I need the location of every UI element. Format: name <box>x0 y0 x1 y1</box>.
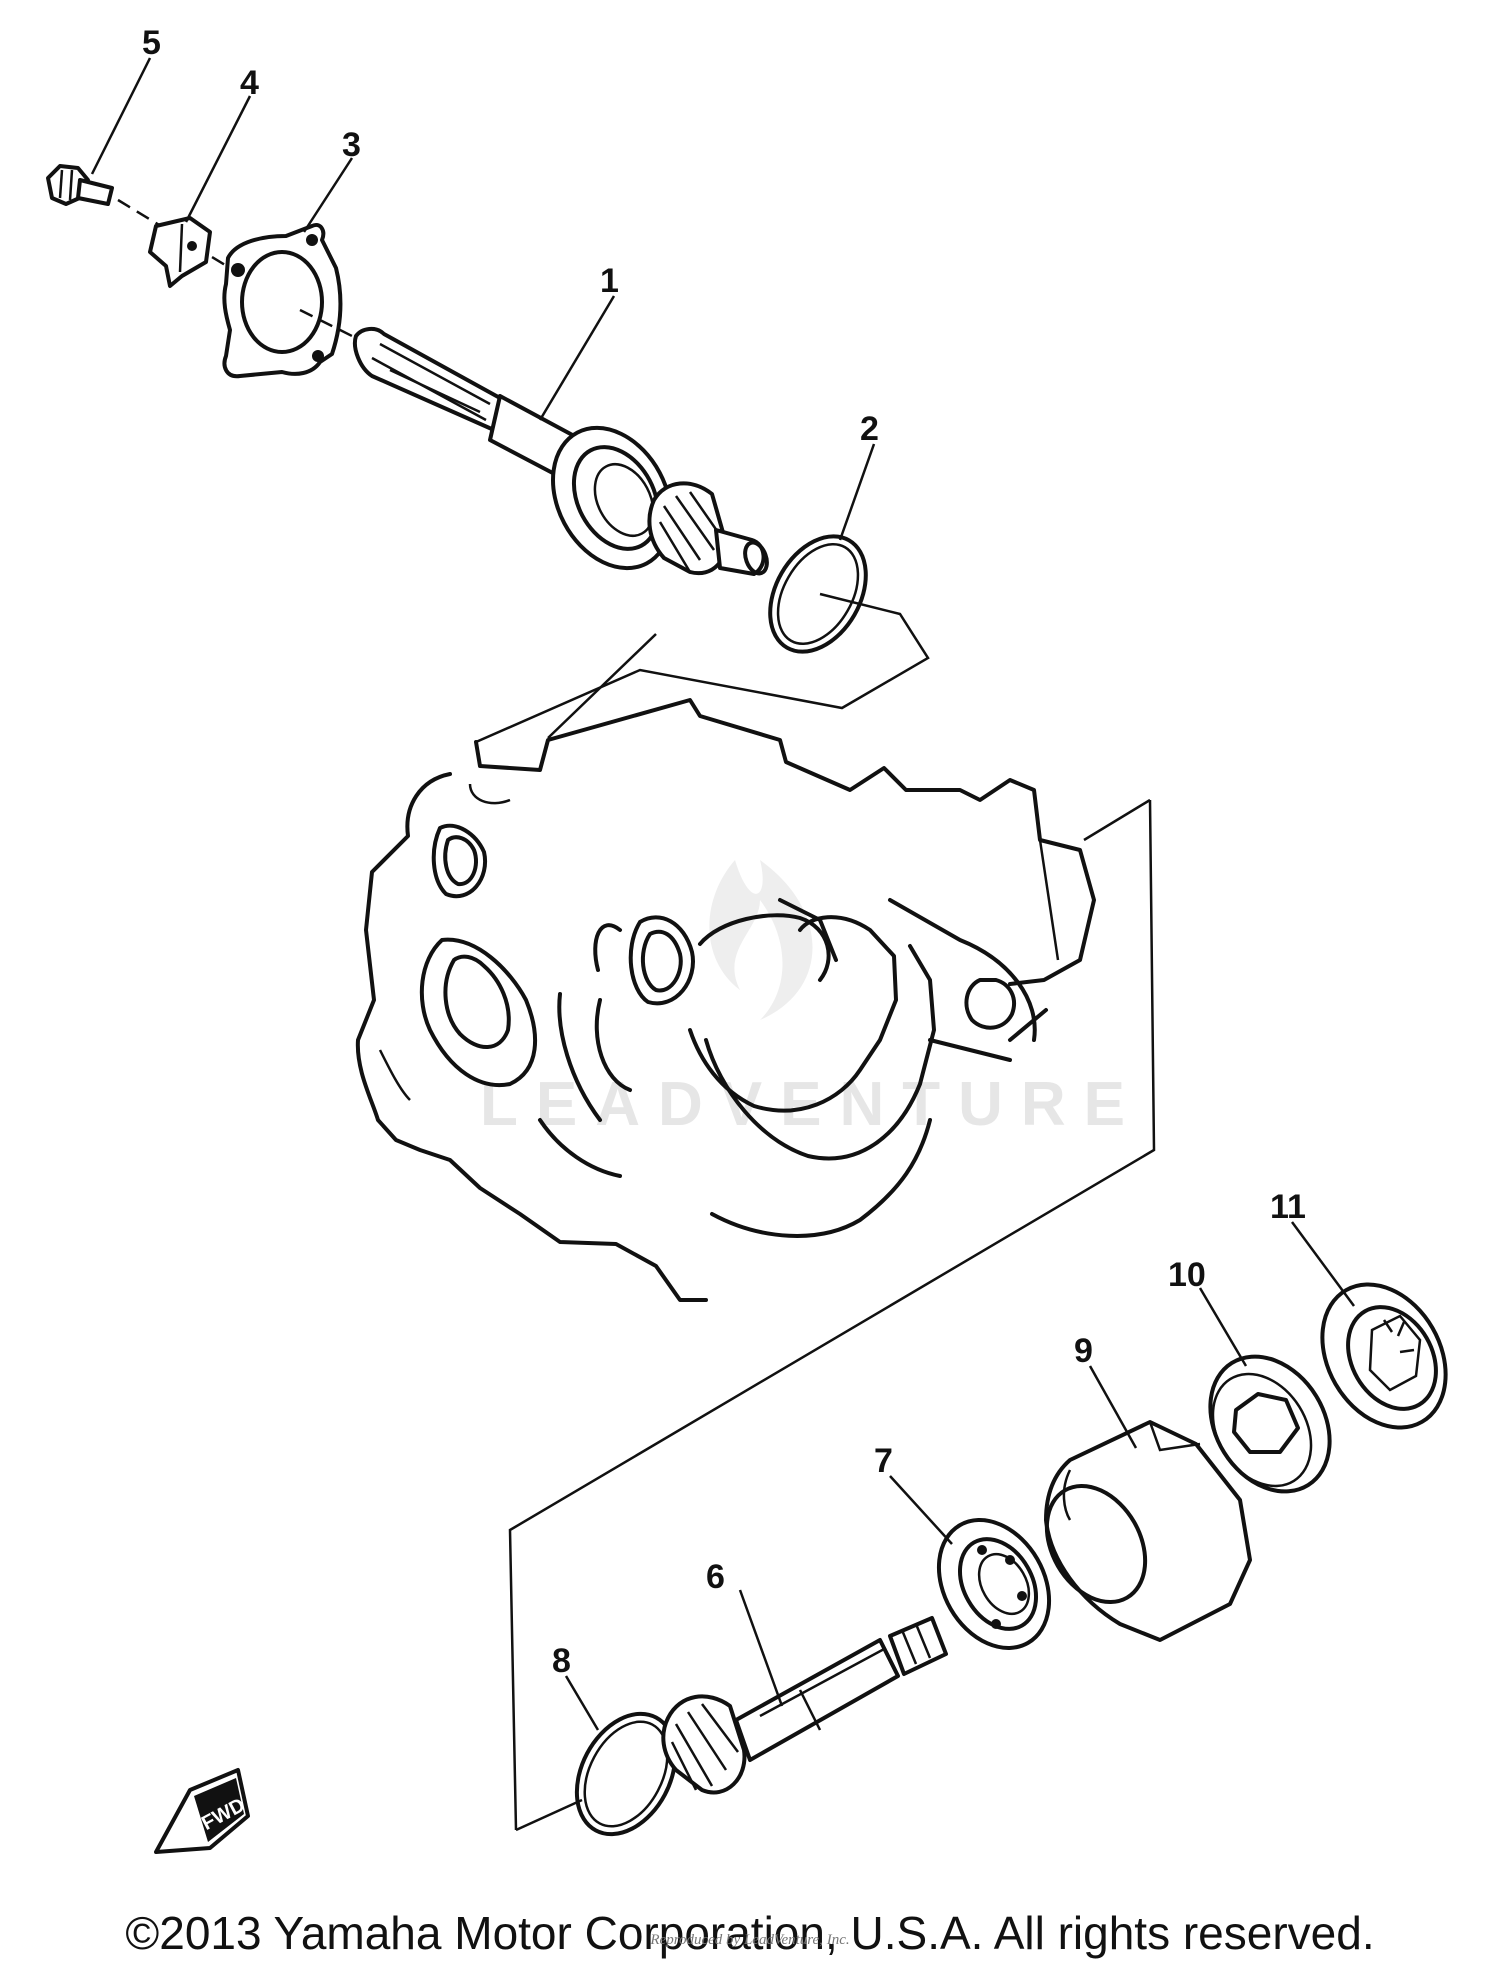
part-2-o-ring <box>768 534 868 654</box>
part-9-sleeve <box>1044 1420 1252 1642</box>
callout-8: 8 <box>552 1642 571 1680</box>
part-3-gasket <box>222 223 343 379</box>
callout-3: 3 <box>342 126 361 164</box>
assembly-bracket-line <box>508 799 1156 1831</box>
bracket-line-bottom <box>515 1798 583 1832</box>
callout-7: 7 <box>874 1442 893 1480</box>
part-5-bolt <box>46 164 114 206</box>
part-1-drive-shaft <box>353 327 769 576</box>
callout-5: 5 <box>142 24 161 62</box>
flame-logo-icon <box>709 860 813 1020</box>
part-7-bearing <box>936 1518 1052 1650</box>
reproduced-by-note: Reproduced by LeadVenture, Inc. <box>650 1932 850 1948</box>
leader-lines <box>90 57 1356 1731</box>
bracket-line-top-2 <box>547 633 657 739</box>
callout-4: 4 <box>240 64 259 102</box>
callout-6: 6 <box>706 1558 725 1596</box>
fwd-direction-marker: FWD <box>154 1768 250 1854</box>
part-6-driven-shaft <box>661 1616 948 1795</box>
callout-2: 2 <box>860 410 879 448</box>
leadventure-watermark: LEADVENTURE <box>480 860 1125 1139</box>
callout-9: 9 <box>1074 1332 1093 1370</box>
axis-line-gasket <box>299 308 361 342</box>
callout-11: 11 <box>1270 1188 1306 1226</box>
part-10-nut <box>1208 1354 1332 1494</box>
part-4-bracket <box>148 216 212 288</box>
crankcase <box>355 698 1096 1302</box>
callout-10: 10 <box>1168 1256 1206 1294</box>
copyright-notice: ©2013 Yamaha Motor Corporation, U.S.A. A… <box>125 1907 1375 1959</box>
part-11-cap <box>1320 1282 1448 1430</box>
callout-1: 1 <box>600 262 619 300</box>
assembly-bracket-top <box>1083 798 1151 842</box>
part-8-o-ring <box>574 1711 678 1837</box>
bracket-line-top <box>474 592 930 767</box>
